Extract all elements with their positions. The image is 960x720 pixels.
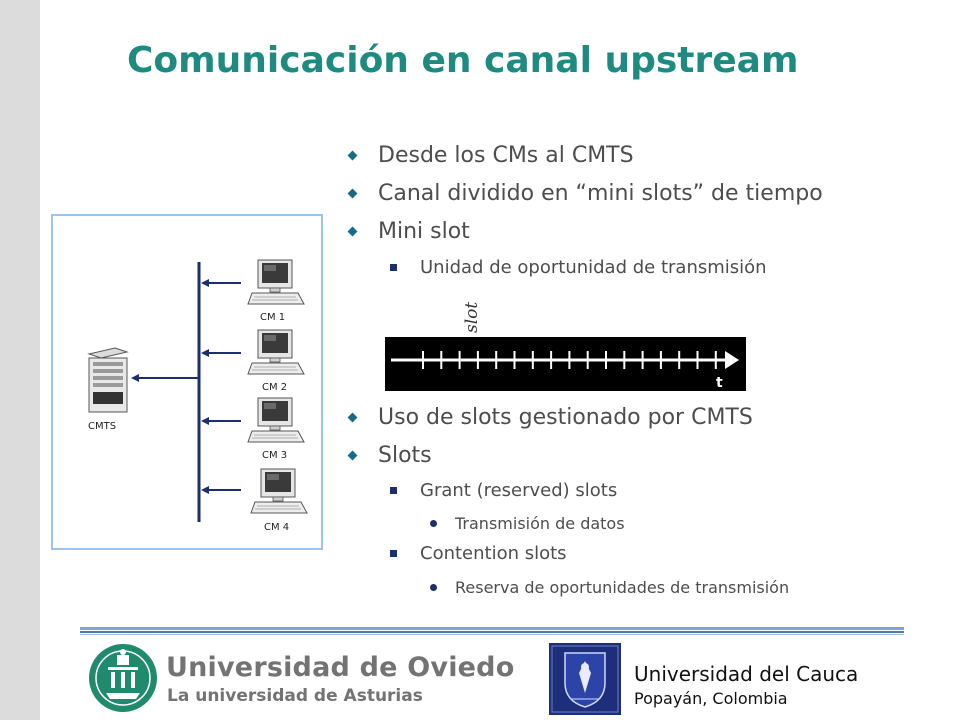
bullet-text: Unidad de oportunidad de transmisión	[420, 257, 767, 278]
slide-title: Comunicación en canal upstream	[127, 40, 799, 81]
diamond-bullet-icon	[347, 226, 358, 237]
cmts-server-icon	[87, 347, 129, 413]
time-axis-label: t	[716, 375, 723, 391]
bullet-text: Mini slot	[378, 219, 470, 244]
network-diagram: CMTS CM 1 CM 2 CM 3 CM 4	[51, 214, 323, 550]
bullet-l1: Uso de slots gestionado por CMTS	[347, 405, 753, 430]
cm-label: CM 2	[262, 382, 287, 393]
bullet-text: Transmisión de datos	[455, 514, 625, 533]
dot-bullet-icon	[430, 584, 437, 591]
bullet-l1: Canal dividido en “mini slots” de tiempo	[347, 181, 823, 206]
university-cauca-name: Universidad del Cauca	[634, 662, 859, 686]
computer-icon	[247, 259, 305, 305]
network-diagram-svg: CMTS CM 1 CM 2 CM 3 CM 4	[87, 259, 308, 533]
slot-label: slot	[462, 302, 482, 333]
bullet-l2: Unidad de oportunidad de transmisión	[390, 257, 767, 278]
university-cauca-location: Popayán, Colombia	[634, 689, 788, 708]
dot-bullet-icon	[430, 520, 437, 527]
bullet-text: Contention slots	[420, 543, 567, 564]
diamond-bullet-icon	[347, 412, 358, 423]
bullet-text: Reserva de oportunidades de transmisión	[455, 578, 790, 597]
cmts-label: CMTS	[88, 421, 116, 432]
square-bullet-icon	[390, 264, 397, 271]
timeline-background	[385, 337, 746, 391]
bullet-l3: Transmisión de datos	[430, 514, 625, 533]
computer-icon	[250, 468, 308, 514]
bullet-l3: Reserva de oportunidades de transmisión	[430, 578, 790, 597]
university-oviedo-subtitle: La universidad de Asturias	[167, 686, 423, 706]
square-bullet-icon	[390, 550, 397, 557]
timeline-arrowhead	[725, 351, 739, 369]
time-slot-timeline: t	[385, 337, 746, 391]
bullet-text: Slots	[378, 443, 432, 468]
bullet-l1: Desde los CMs al CMTS	[347, 143, 634, 168]
slot-label-text: slot	[462, 302, 482, 333]
oviedo-logo-icon	[89, 644, 157, 712]
computer-icon	[247, 329, 305, 375]
cm-label: CM 4	[264, 522, 289, 533]
university-oviedo-name: Universidad de Oviedo	[166, 652, 515, 683]
diamond-bullet-icon	[347, 188, 358, 199]
square-bullet-icon	[390, 487, 397, 494]
bullet-text: Grant (reserved) slots	[420, 480, 618, 501]
bullet-text: Canal dividido en “mini slots” de tiempo	[378, 181, 823, 206]
footer-divider	[80, 627, 904, 637]
left-decor-strip	[0, 0, 40, 720]
slot-ticks	[422, 351, 717, 369]
bullet-text: Uso de slots gestionado por CMTS	[378, 405, 753, 430]
cm-label: CM 3	[262, 450, 287, 461]
bullet-l1: Mini slot	[347, 219, 470, 244]
computer-icon	[247, 397, 305, 443]
bullet-l2: Grant (reserved) slots	[390, 480, 618, 501]
bullet-l1: Slots	[347, 443, 432, 468]
bullet-l2: Contention slots	[390, 543, 567, 564]
diamond-bullet-icon	[347, 450, 358, 461]
cauca-seal-icon	[549, 643, 621, 715]
diamond-bullet-icon	[347, 150, 358, 161]
bullet-text: Desde los CMs al CMTS	[378, 143, 634, 168]
cm-label: CM 1	[260, 312, 285, 323]
